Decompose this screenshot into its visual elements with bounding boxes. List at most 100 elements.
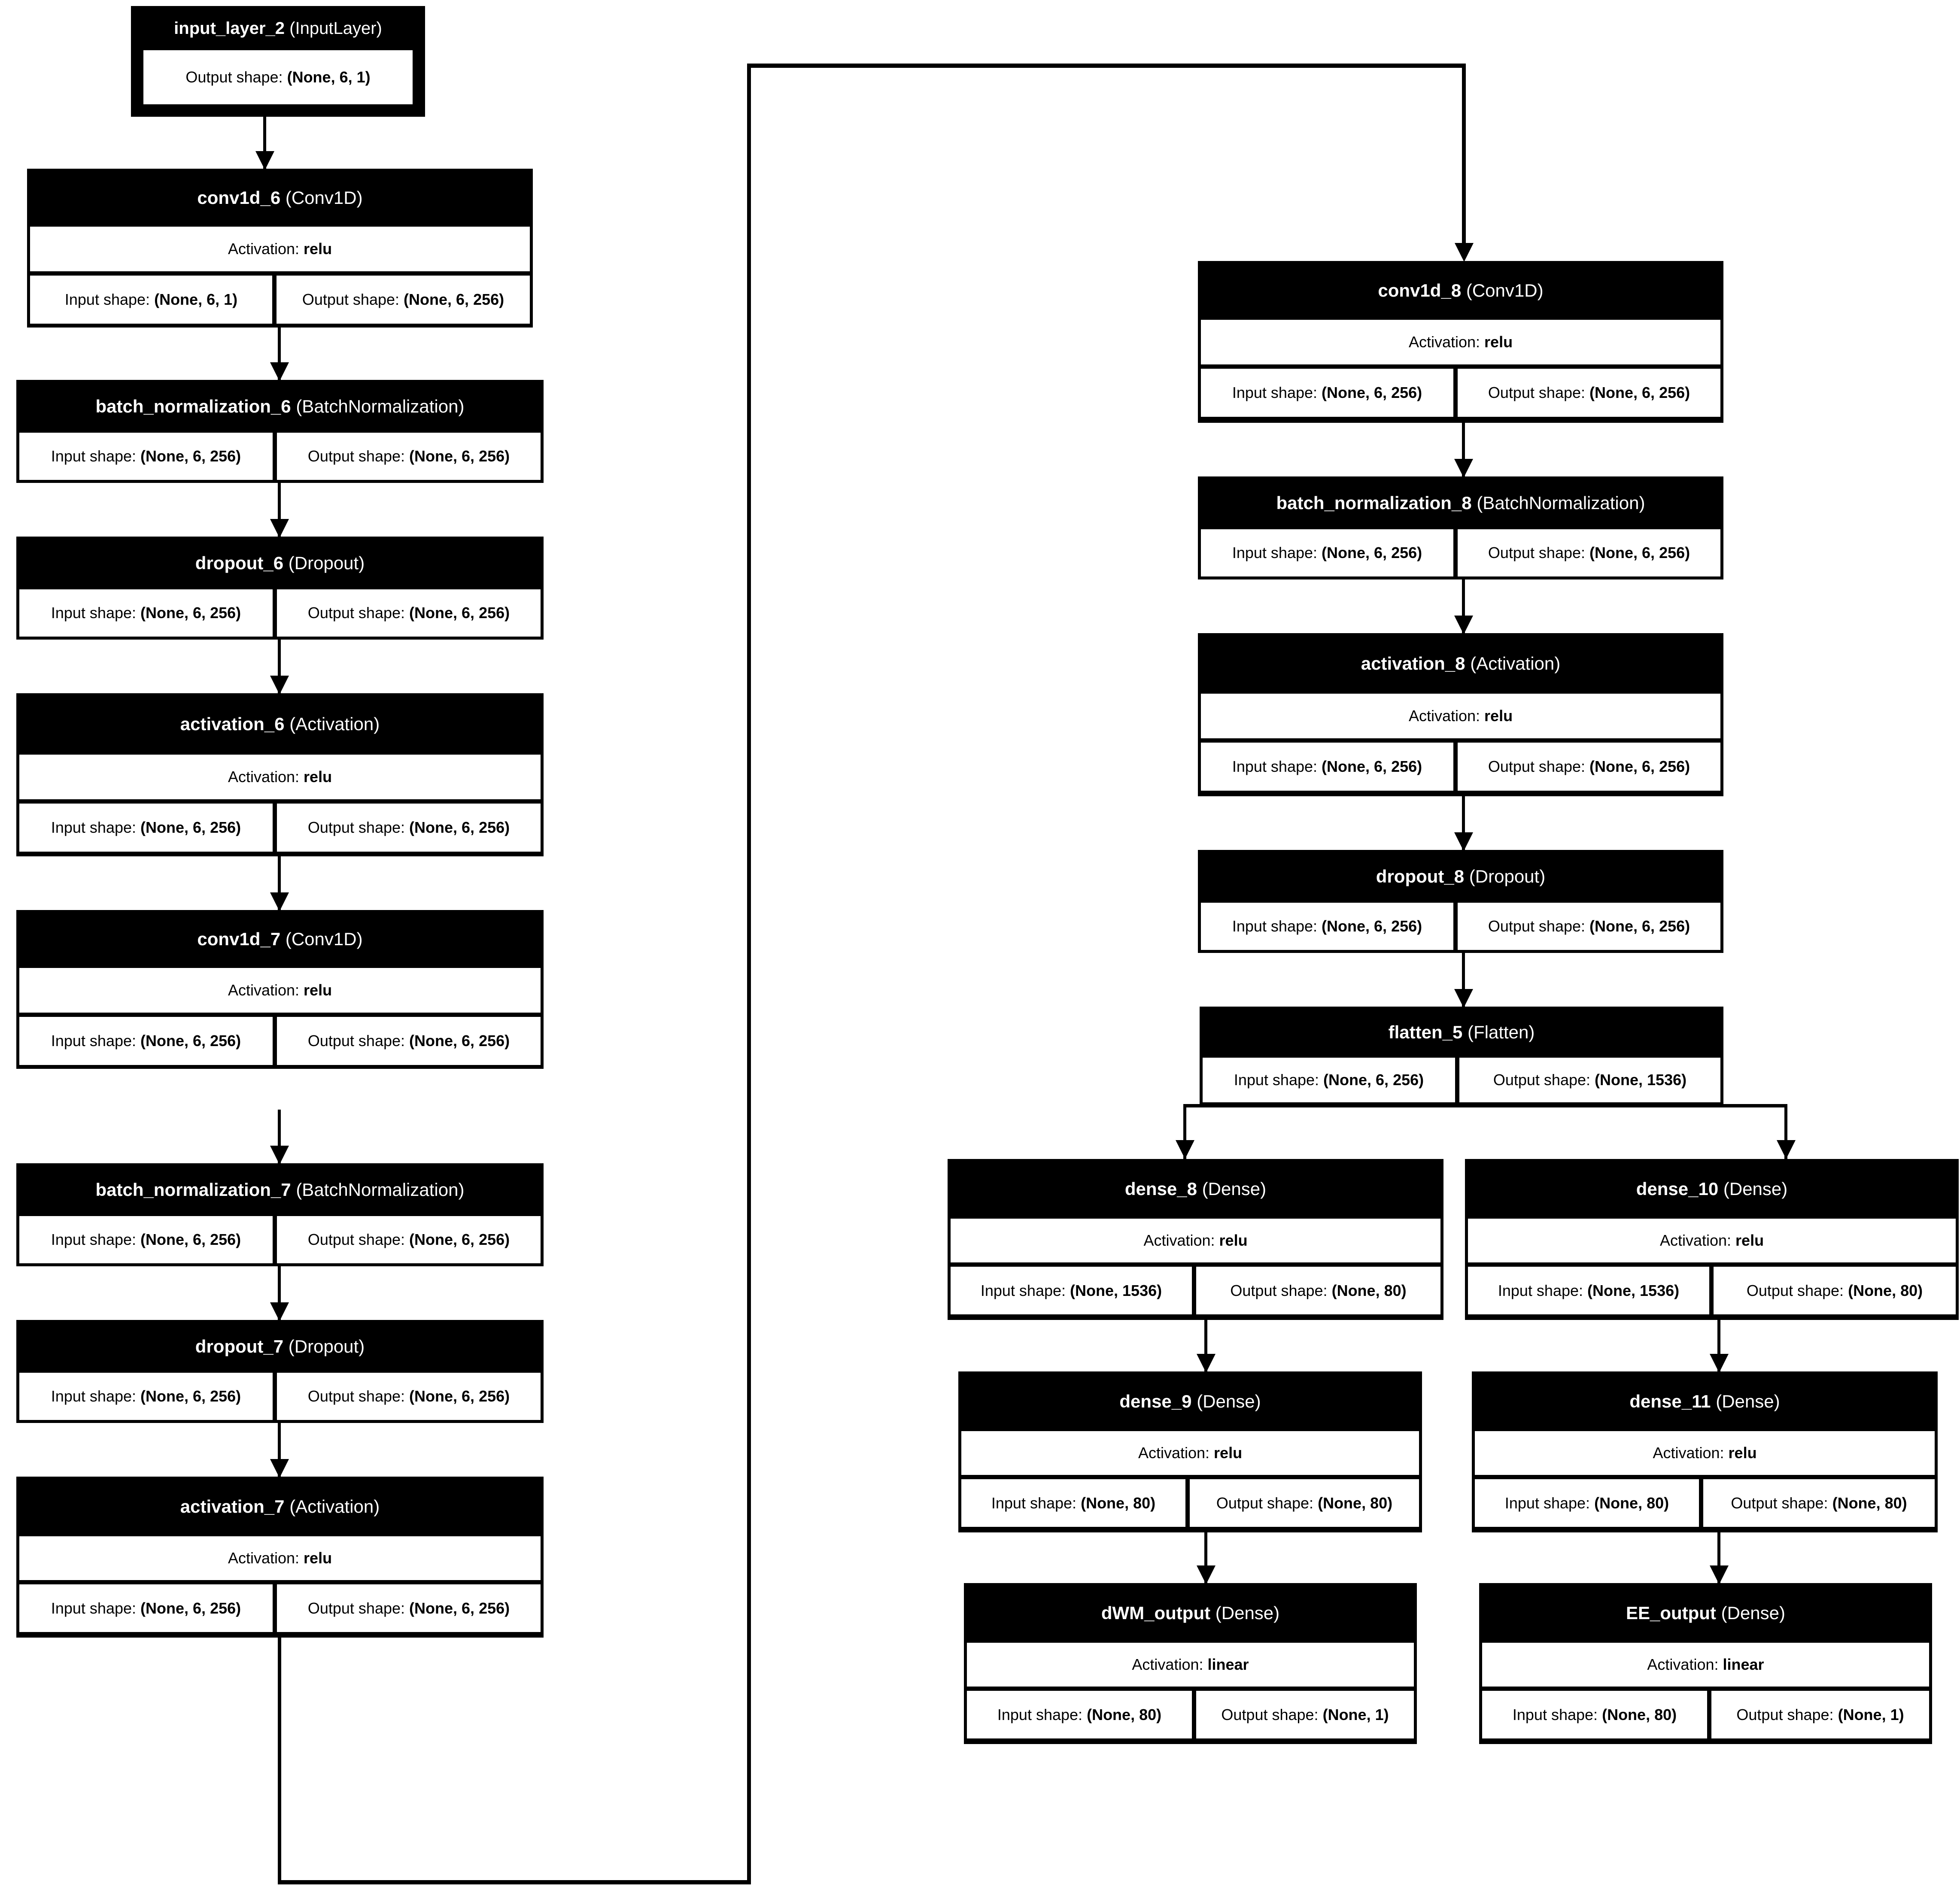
input-shape-label: Input shape: <box>997 1705 1083 1723</box>
node-batch-normalization-7[interactable]: batch_normalization_7(BatchNormalization… <box>16 1163 544 1266</box>
activation-cell-dense-8: Activation:relu <box>949 1217 1442 1264</box>
node-batch-normalization-6[interactable]: batch_normalization_6(BatchNormalization… <box>16 380 544 483</box>
node-title-bn-7: batch_normalization_7(BatchNormalization… <box>18 1165 542 1215</box>
node-activation-row-dense-9: Activation:relu <box>960 1430 1420 1476</box>
node-input-layer-2[interactable]: input_layer_2(InputLayer) Output shape:(… <box>131 6 425 117</box>
output-shape-label: Output shape: <box>1493 1071 1591 1089</box>
output-shape-cell-flatten-5: Output shape:(None, 1536) <box>1458 1056 1722 1104</box>
node-name-conv1d-6: conv1d_6 <box>197 187 281 208</box>
node-activation-8[interactable]: activation_8(Activation) Activation:relu… <box>1198 633 1723 796</box>
arrowhead-dense10 <box>1777 1140 1796 1159</box>
node-dense-9[interactable]: dense_9(Dense) Activation:relu Input sha… <box>958 1371 1422 1532</box>
edge-activation7-to-conv1d8-seg-top <box>747 64 1466 68</box>
edge-bn7-to-dropout7 <box>278 1266 281 1320</box>
arrowhead-bn6 <box>270 362 289 381</box>
output-shape-value-conv1d-6: (None, 6, 256) <box>404 291 504 309</box>
node-conv1d-7[interactable]: conv1d_7(Conv1D) Activation:relu Input s… <box>16 910 544 1069</box>
node-title-bn-8: batch_normalization_8(BatchNormalization… <box>1200 478 1722 528</box>
activation-value-ee-output: linear <box>1723 1656 1764 1674</box>
output-shape-value-activation-8: (None, 6, 256) <box>1589 758 1690 776</box>
activation-value-activation-7: relu <box>304 1549 332 1567</box>
input-shape-cell-dropout-6: Input shape:(None, 6, 256) <box>18 588 274 638</box>
node-name-input-layer-2: input_layer_2 <box>174 19 285 38</box>
node-dropout-8[interactable]: dropout_8(Dropout) Input shape:(None, 6,… <box>1198 850 1723 953</box>
activation-value-conv1d-7: relu <box>304 981 332 999</box>
node-activation-row-conv1d-8: Activation:relu <box>1200 319 1722 366</box>
node-conv1d-8[interactable]: conv1d_8(Conv1D) Activation:relu Input s… <box>1198 261 1723 423</box>
activation-cell-ee-output: Activation:linear <box>1481 1641 1930 1688</box>
activation-cell-dense-9: Activation:relu <box>960 1430 1420 1476</box>
output-shape-value-conv1d-8: (None, 6, 256) <box>1589 384 1690 402</box>
node-title-activation-7: activation_7(Activation) <box>18 1478 542 1535</box>
node-activation-row-conv1d-6: Activation:relu <box>29 225 531 273</box>
output-shape-cell-conv1d-6: Output shape:(None, 6, 256) <box>275 274 531 325</box>
node-name-bn-7: batch_normalization_7 <box>95 1179 291 1200</box>
activation-cell-activation-6: Activation:relu <box>18 753 542 801</box>
output-shape-label: Output shape: <box>1488 758 1586 776</box>
arrowhead-conv1d6 <box>255 151 274 170</box>
node-name-bn-6: batch_normalization_6 <box>95 396 291 416</box>
node-activation-7[interactable]: activation_7(Activation) Activation:relu… <box>16 1477 544 1638</box>
node-dropout-7[interactable]: dropout_7(Dropout) Input shape:(None, 6,… <box>16 1320 544 1423</box>
arrowhead-activation7 <box>270 1459 289 1478</box>
activation-label: Activation: <box>1659 1232 1732 1250</box>
output-shape-cell-dropout-8: Output shape:(None, 6, 256) <box>1456 901 1722 951</box>
activation-label: Activation: <box>1132 1656 1203 1674</box>
node-shape-row-dense-11: Input shape:(None, 80) Output shape:(Non… <box>1474 1478 1936 1528</box>
activation-cell-dwm-output: Activation:linear <box>966 1641 1415 1688</box>
node-shape-row-activation-6: Input shape:(None, 6, 256) Output shape:… <box>18 802 542 853</box>
node-dense-10[interactable]: dense_10(Dense) Activation:relu Input sh… <box>1465 1159 1959 1320</box>
node-ee-output[interactable]: EE_output(Dense) Activation:linear Input… <box>1479 1583 1932 1744</box>
node-dense-11[interactable]: dense_11(Dense) Activation:relu Input sh… <box>1472 1371 1938 1532</box>
input-shape-cell-dense-8: Input shape:(None, 1536) <box>949 1265 1193 1316</box>
input-shape-value-activation-8: (None, 6, 256) <box>1322 758 1422 776</box>
node-activation-6[interactable]: activation_6(Activation) Activation:relu… <box>16 693 544 856</box>
node-name-ee-output: EE_output <box>1626 1602 1716 1623</box>
node-batch-normalization-8[interactable]: batch_normalization_8(BatchNormalization… <box>1198 476 1723 579</box>
node-type-flatten-5: (Flatten) <box>1468 1022 1535 1042</box>
output-shape-label: Output shape: <box>307 1032 405 1050</box>
input-shape-value-dropout-7: (None, 6, 256) <box>140 1387 241 1405</box>
edge-activation8-to-dropout8 <box>1462 796 1465 850</box>
node-title-dropout-8: dropout_8(Dropout) <box>1200 852 1722 901</box>
output-shape-value-dropout-7: (None, 6, 256) <box>409 1387 510 1405</box>
arrowhead-conv1d8 <box>1455 243 1474 262</box>
edge-flatten5-to-dense8-vert <box>1183 1104 1186 1160</box>
input-shape-value-flatten-5: (None, 6, 256) <box>1323 1071 1424 1089</box>
output-shape-value-dense-8: (None, 80) <box>1331 1281 1407 1299</box>
node-title-flatten-5: flatten_5(Flatten) <box>1201 1008 1722 1056</box>
input-shape-label: Input shape: <box>1232 917 1318 935</box>
output-shape-label: Output shape: <box>1746 1281 1844 1299</box>
node-conv1d-6[interactable]: conv1d_6(Conv1D) Activation:relu Input s… <box>27 169 533 328</box>
activation-value-conv1d-6: relu <box>304 240 332 258</box>
arrowhead-dwm-output <box>1197 1565 1216 1584</box>
node-name-conv1d-7: conv1d_7 <box>197 928 281 949</box>
input-shape-value-bn-7: (None, 6, 256) <box>140 1231 241 1249</box>
node-type-activation-6: (Activation) <box>289 713 380 734</box>
edge-flatten5-to-dense10-vert <box>1784 1104 1787 1160</box>
node-activation-row-dense-11: Activation:relu <box>1474 1430 1936 1476</box>
input-shape-cell-dropout-7: Input shape:(None, 6, 256) <box>18 1371 274 1421</box>
activation-label: Activation: <box>1647 1656 1719 1674</box>
input-shape-value-bn-8: (None, 6, 256) <box>1322 544 1422 562</box>
node-dwm-output[interactable]: dWM_output(Dense) Activation:linear Inpu… <box>964 1583 1417 1744</box>
input-shape-value-conv1d-8: (None, 6, 256) <box>1322 384 1422 402</box>
edge-dropout8-to-flatten5 <box>1462 953 1465 1007</box>
node-dropout-6[interactable]: dropout_6(Dropout) Input shape:(None, 6,… <box>16 537 544 640</box>
node-name-flatten-5: flatten_5 <box>1388 1022 1463 1042</box>
input-shape-cell-dwm-output: Input shape:(None, 80) <box>966 1690 1193 1740</box>
node-dense-8[interactable]: dense_8(Dense) Activation:relu Input sha… <box>948 1159 1443 1320</box>
edge-conv1d6-to-bn6 <box>278 326 281 380</box>
node-activation-row-dense-8: Activation:relu <box>949 1217 1442 1264</box>
output-shape-value-dense-9: (None, 80) <box>1318 1494 1393 1512</box>
output-shape-label: Output shape: <box>1488 384 1586 402</box>
output-shape-label: Output shape: <box>1221 1705 1319 1723</box>
node-flatten-5[interactable]: flatten_5(Flatten) Input shape:(None, 6,… <box>1200 1007 1723 1105</box>
node-title-conv1d-6: conv1d_6(Conv1D) <box>29 170 531 225</box>
arrowhead-dense11 <box>1710 1354 1729 1373</box>
input-shape-label: Input shape: <box>51 447 137 465</box>
input-shape-value-dense-10: (None, 1536) <box>1587 1281 1680 1299</box>
node-activation-row-ee-output: Activation:linear <box>1481 1641 1930 1688</box>
output-shape-value-dense-10: (None, 80) <box>1848 1281 1923 1299</box>
